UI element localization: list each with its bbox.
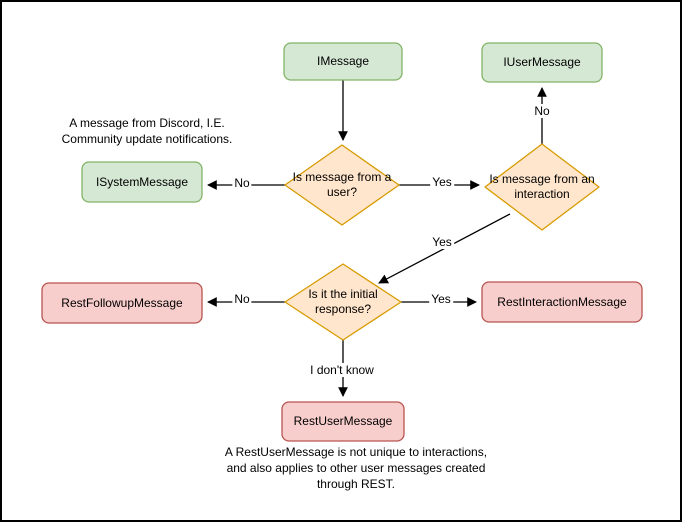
node-restfollowupmessage-box — [41, 282, 203, 324]
node-user-question-diamond — [284, 144, 400, 226]
node-isystemmessage-box — [81, 161, 203, 203]
edge-label-initial-no: No — [232, 292, 252, 306]
edge-label-interaction-no: No — [532, 104, 552, 118]
edge-label-interaction-yes: Yes — [430, 235, 454, 249]
node-imessage-box — [283, 42, 403, 81]
note-system-message: A message from Discord, I.E. Community u… — [61, 116, 233, 146]
edge-label-user-no: No — [232, 176, 252, 190]
edges — [207, 80, 547, 397]
node-initial-question-diamond — [284, 263, 402, 341]
note-rest-user-message: A RestUserMessage is not unique to inter… — [224, 445, 488, 491]
node-iusermessage-box — [481, 42, 603, 83]
node-restusermessage-box — [281, 401, 405, 442]
node-restinteractionmessage-box — [481, 281, 643, 323]
edge-label-initial-unknown: I don't know — [308, 363, 376, 377]
edge-label-user-yes: Yes — [430, 175, 454, 189]
node-interaction-question-diamond — [484, 143, 600, 231]
edge-label-initial-yes: Yes — [429, 292, 453, 306]
